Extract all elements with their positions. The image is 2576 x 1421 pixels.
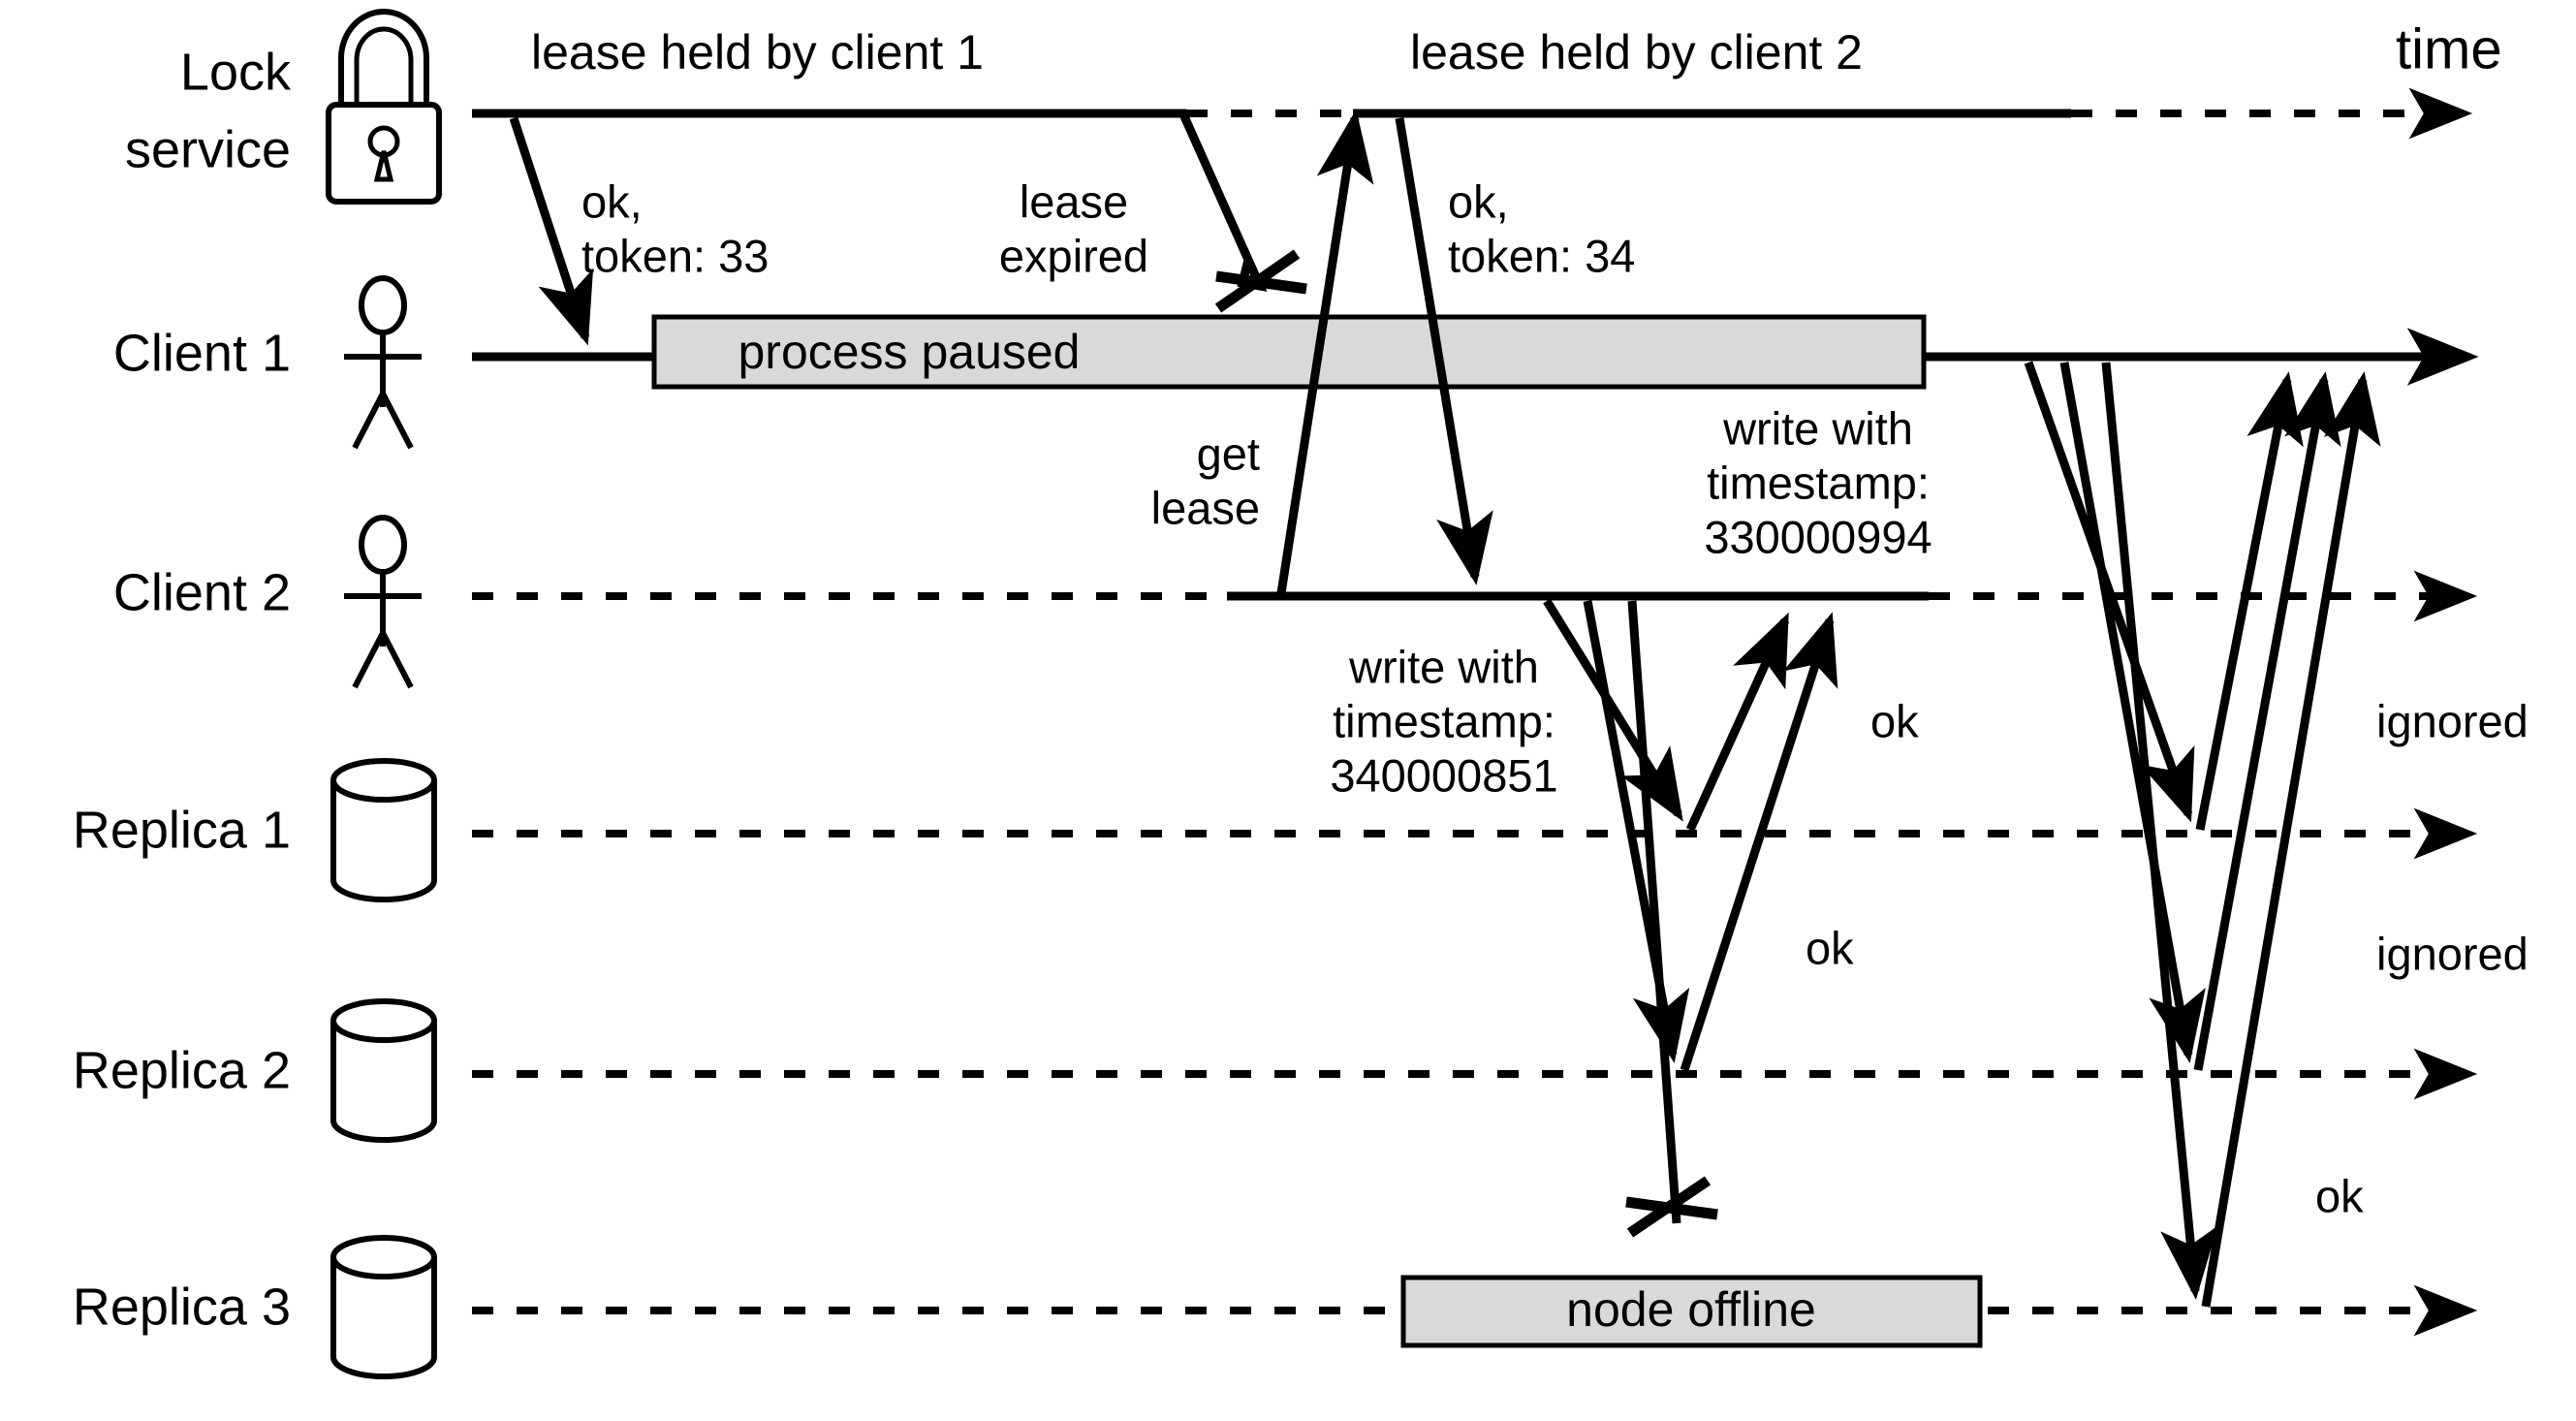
state-box-process-paused-label: process paused (738, 325, 1080, 379)
message-c1-write-replica-2 (2059, 362, 2206, 1063)
state-box-node-offline-label: node offline (1566, 1282, 1816, 1337)
label-ok-token-34-line1: ok, (1448, 175, 1509, 227)
top-annotations-group: lease held by client 1 lease held by cli… (531, 17, 2502, 80)
lane-label-lock-service-line2: service (125, 120, 291, 178)
lane-label-client-2: Client 2 (113, 563, 291, 621)
label-ok-token-33-line1: ok, (581, 175, 643, 227)
lane-label-client-1: Client 1 (113, 324, 291, 382)
lane-label-replica-1: Replica 1 (73, 801, 291, 859)
message-get-lease (1276, 110, 1374, 594)
message-labels-group: ok, token: 33 lease expired get lease ok… (581, 175, 2529, 1221)
label-c1-write-line2: timestamp: (1707, 457, 1930, 508)
lost-message-cross-icon-lease-2 (1214, 249, 1301, 313)
annotation-time-axis-label: time (2396, 17, 2502, 80)
database-cylinder-icon-replica-2 (330, 998, 437, 1143)
padlock-icon (326, 9, 442, 205)
lane-label-lock-service-line1: Lock (180, 43, 292, 101)
message-c1-write-replica-3 (2101, 362, 2218, 1300)
message-lease-expired (1179, 114, 1307, 313)
label-c2-write-line2: timestamp: (1333, 695, 1555, 746)
label-get-lease-line2: lease (1151, 482, 1260, 533)
annotation-lease-held-by-client-1: lease held by client 1 (531, 25, 984, 79)
label-c2-write-timestamp: 340000851 (1330, 749, 1557, 801)
database-cylinder-icon-replica-1 (330, 758, 437, 902)
stick-figure-icon-client-2 (344, 515, 422, 689)
lost-message-cross-icon-replica3-2 (1626, 1176, 1712, 1238)
message-c2-ok-replica-2 (1680, 612, 1838, 1072)
label-get-lease-line1: get (1197, 427, 1260, 479)
label-ok-token-34-line2: token: 34 (1448, 230, 1635, 281)
state-box-process-paused: process paused (651, 314, 1927, 390)
state-box-node-offline: node offline (1400, 1275, 1983, 1348)
annotation-lease-held-by-client-2: lease held by client 2 (1410, 25, 1863, 79)
message-c1-ignored-replica-2 (2193, 371, 2341, 1071)
label-c2-ok-replica-2: ok (1806, 922, 1854, 973)
lane-label-replica-2: Replica 2 (73, 1041, 291, 1099)
label-c1-ok-replica-3: ok (2315, 1170, 2364, 1221)
message-ok-token-33 (509, 116, 594, 346)
lane-label-replica-3: Replica 3 (73, 1278, 291, 1336)
lane-labels-group: Lock service Client 1 Client 2 Replica 1… (73, 43, 292, 1336)
label-c1-ignored-replica-1: ignored (2376, 695, 2529, 746)
message-c2-ok-replica-1 (1685, 612, 1790, 832)
stick-figure-icon-client-1 (344, 275, 422, 450)
label-c1-ignored-replica-2: ignored (2376, 928, 2529, 979)
label-c1-write-timestamp: 330000994 (1704, 511, 1932, 562)
message-c2-write-replica-3-lost (1625, 600, 1718, 1238)
message-c1-ignored-replica-1 (2195, 371, 2304, 831)
label-c2-write-line1: write with (1348, 641, 1539, 692)
message-ok-token-34 (1395, 117, 1493, 585)
database-cylinder-icon-replica-3 (330, 1235, 437, 1379)
label-c1-write-line1: write with (1722, 402, 1913, 454)
message-c1-ok-replica-3 (2201, 371, 2381, 1308)
label-lease-expired-line2: expired (999, 230, 1148, 281)
message-c2-write-replica-1 (1543, 598, 1683, 822)
label-ok-token-33-line2: token: 33 (581, 230, 769, 281)
label-lease-expired-line1: lease (1020, 175, 1128, 227)
label-c2-ok-replica-1: ok (1870, 695, 1919, 746)
